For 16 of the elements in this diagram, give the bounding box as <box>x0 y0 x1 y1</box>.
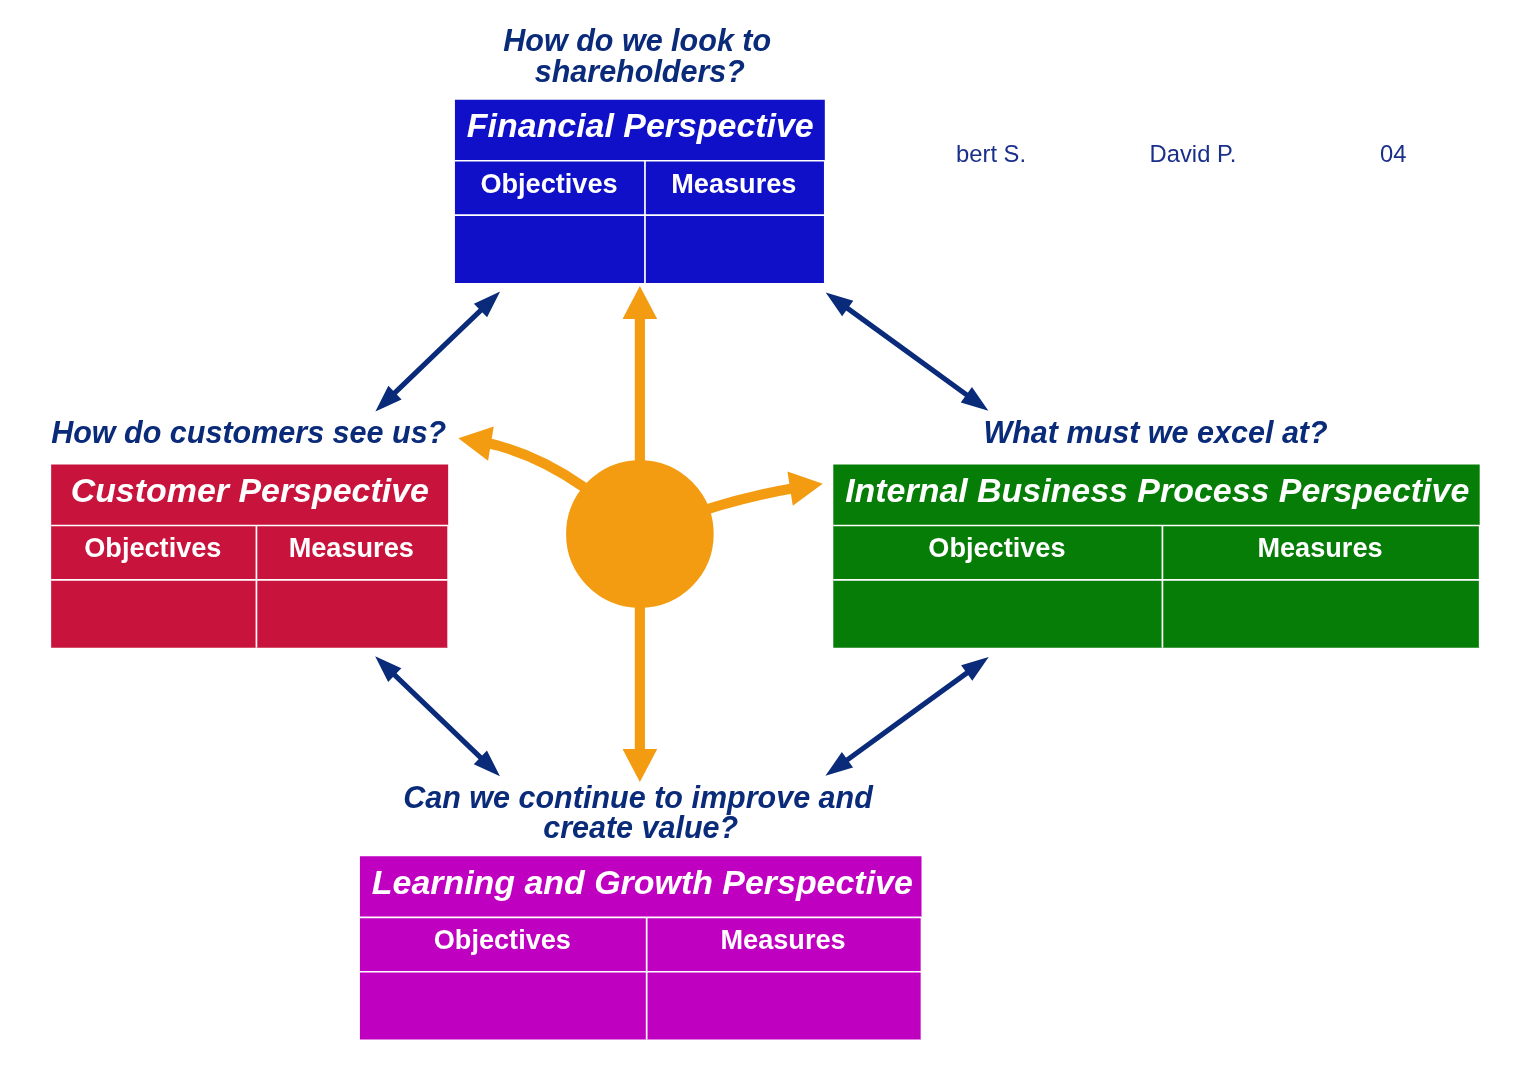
label: 04 <box>1379 139 1407 167</box>
label: David P. <box>1149 139 1237 167</box>
arrow <box>375 656 500 777</box>
arrow <box>458 426 587 492</box>
node-label: How do customers see us? <box>51 415 447 450</box>
arrow <box>825 292 989 411</box>
node-label: Can we continue to improve and create value? <box>403 779 873 845</box>
arrow <box>375 291 501 412</box>
arrow <box>622 286 658 461</box>
label: bert S. <box>956 139 1027 167</box>
node-label: What must we excel at? <box>983 415 1328 450</box>
arrow <box>825 657 989 776</box>
node-cross <box>566 460 714 608</box>
arrow <box>706 471 823 514</box>
node-label: How do we look to shareholders? <box>503 23 772 88</box>
arrow <box>622 607 658 783</box>
